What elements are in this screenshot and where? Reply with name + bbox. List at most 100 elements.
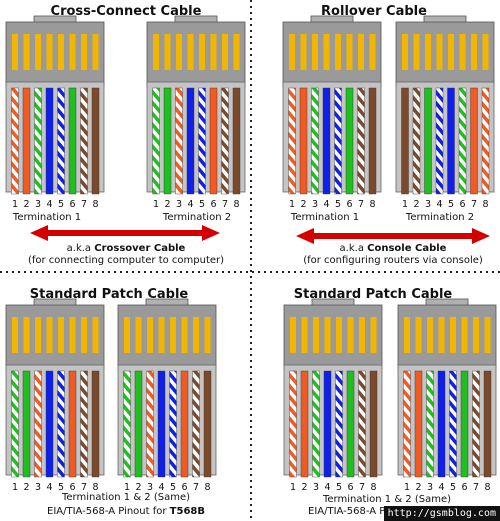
wire-brown-white [80, 87, 88, 195]
wire-blue [45, 87, 54, 195]
aka-prefix: a.k.a [67, 243, 95, 254]
gold-contact [193, 317, 199, 353]
panel-title: Rollover Cable [321, 4, 427, 19]
pin-number: 4 [46, 482, 52, 493]
pin-number: 6 [347, 482, 353, 493]
pin-number: 5 [448, 199, 454, 210]
wire-green [22, 370, 31, 478]
aka-name: Console Cable [367, 243, 447, 254]
gold-contact [336, 317, 342, 353]
double-arrow [30, 225, 220, 241]
wire-brown-white [412, 87, 421, 195]
pin-number: 3 [427, 482, 433, 493]
gold-contact [181, 317, 188, 353]
pin-number: 5 [170, 482, 176, 493]
wire-orange [299, 87, 308, 195]
wire-green-white [458, 87, 467, 195]
gold-contact [450, 317, 456, 353]
pin-number: 5 [58, 482, 64, 493]
pin-number: 1 [289, 199, 295, 210]
pinout-line: EIA/TIA-568-A Pin [308, 506, 394, 517]
pin-number: 8 [233, 199, 239, 210]
pin-number: 5 [450, 482, 456, 493]
wire-brown [368, 87, 377, 195]
wire-orange [300, 370, 309, 478]
gold-contact [459, 34, 466, 70]
termination-label: Termination 1 [12, 212, 81, 223]
gold-contact [35, 34, 41, 70]
pin-number: 2 [415, 482, 421, 493]
pin-number: 3 [313, 482, 319, 493]
wire-blue-white [449, 370, 457, 478]
gold-contact [415, 317, 422, 353]
pin-number: 4 [438, 482, 444, 493]
gold-contact [301, 317, 308, 353]
pin-number: 7 [81, 482, 87, 493]
wire-green [424, 87, 432, 195]
wire-green [68, 87, 77, 195]
wire-green-white [34, 87, 42, 195]
connector-body [395, 21, 495, 87]
pin-number: 3 [147, 482, 153, 493]
wire-green [345, 87, 354, 195]
wire-green [460, 370, 469, 478]
gold-contact [413, 34, 420, 70]
wire-brown-white [472, 370, 480, 478]
gold-contact [199, 34, 205, 70]
pin-number: 3 [425, 199, 431, 210]
gold-contact [300, 34, 307, 70]
connector-housing [395, 81, 495, 193]
wire-blue [157, 370, 166, 478]
pin-number: 5 [336, 482, 342, 493]
pin-number: 3 [35, 482, 41, 493]
gold-contact [204, 317, 211, 353]
pin-number: 7 [473, 482, 479, 493]
pin-number: 2 [23, 199, 29, 210]
pin-number: 2 [300, 199, 306, 210]
gold-contact [210, 34, 217, 70]
wire-blue-white [435, 87, 444, 195]
wire-orange [68, 370, 77, 478]
pin-number: 1 [124, 482, 130, 493]
watermark-url[interactable]: http://gsmblog.com [383, 506, 500, 521]
wire-brown-white [358, 370, 366, 478]
wire-brown [369, 370, 378, 478]
wire-blue-white [57, 87, 65, 195]
panel-title: Standard Patch Cable [30, 287, 189, 302]
pin-number: 6 [69, 482, 75, 493]
gold-contact [347, 317, 354, 353]
gold-contact [12, 317, 18, 353]
pin-number: 6 [69, 199, 75, 210]
wire-brown [203, 370, 212, 478]
pin-number: 7 [359, 482, 365, 493]
shared-termination-label: Termination 1 & 2 (Same) [322, 494, 451, 505]
wire-orange-white [289, 370, 297, 478]
gold-contact [312, 34, 318, 70]
pin-number: 8 [482, 199, 488, 210]
gold-contact [427, 317, 433, 353]
wire-orange [209, 87, 218, 195]
pin-number: 7 [222, 199, 228, 210]
wire-orange [180, 370, 189, 478]
wire-green [346, 370, 355, 478]
termination-label: Termination 2 [162, 212, 231, 223]
gold-contact [313, 317, 319, 353]
wire-green-white [11, 370, 19, 478]
pin-number: 6 [459, 199, 465, 210]
pin-number: 7 [471, 199, 477, 210]
wire-orange-white [175, 87, 183, 195]
gold-contact [323, 34, 330, 70]
wire-orange [22, 87, 31, 195]
wire-orange-white [34, 370, 42, 478]
pin-number: 8 [204, 482, 210, 493]
pin-number: 2 [413, 199, 419, 210]
pin-number: 1 [404, 482, 410, 493]
gold-contact [370, 317, 377, 353]
wire-green-white [311, 87, 319, 195]
